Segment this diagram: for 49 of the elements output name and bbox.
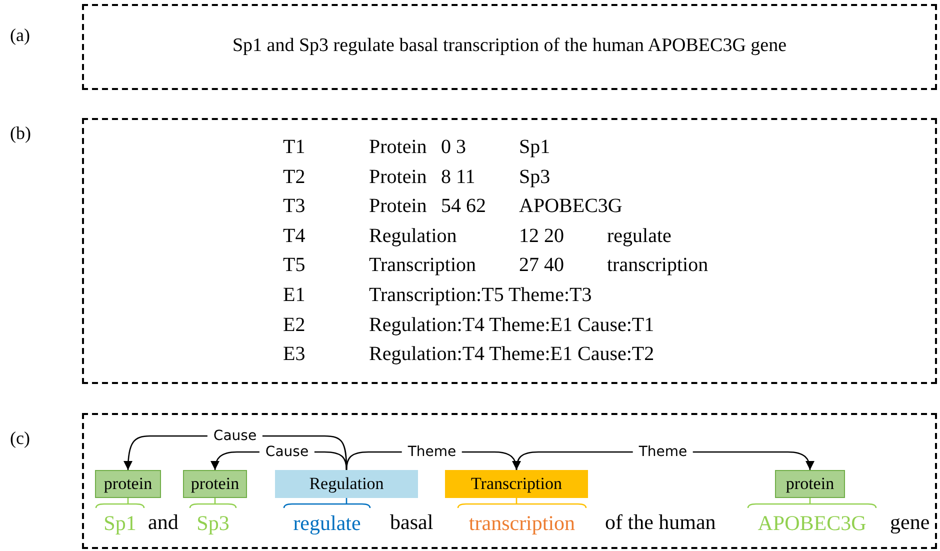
- annotated-word: regulate: [284, 508, 370, 538]
- panel-label: (a): [10, 25, 30, 46]
- sentence-word: and: [148, 510, 178, 535]
- annotated-word: Sp3: [190, 508, 236, 538]
- table-cell: T4: [283, 225, 306, 248]
- table-cell: Protein: [369, 136, 427, 159]
- annotation-tag: protein: [95, 470, 161, 498]
- table-cell: Transcription:T5 Theme:T3: [369, 284, 592, 307]
- sentence-word: gene: [890, 510, 930, 535]
- bracket-connector: [189, 497, 237, 509]
- panel-label: (c): [10, 428, 30, 449]
- table-cell: 27 40: [519, 254, 564, 277]
- table-cell: Regulation:T4 Theme:E1 Cause:T2: [369, 343, 654, 366]
- table-cell: Protein: [369, 166, 427, 189]
- table-cell: E2: [283, 314, 306, 337]
- annotated-word: Sp1: [96, 508, 144, 538]
- table-cell: T3: [283, 195, 306, 218]
- table-cell: transcription: [607, 254, 708, 277]
- table-cell: regulate: [607, 225, 672, 248]
- sentence-word: of the human: [605, 510, 716, 535]
- table-cell: 54 62: [441, 195, 486, 218]
- table-cell: 12 20: [519, 225, 564, 248]
- table-cell: 8 11: [441, 166, 476, 189]
- table-cell: Transcription: [369, 254, 476, 277]
- table-cell: T5: [283, 254, 306, 277]
- sentence-word: basal: [390, 510, 434, 535]
- annotation-tag: Regulation: [275, 470, 418, 498]
- table-cell: Protein: [369, 195, 427, 218]
- table-cell: T2: [283, 166, 306, 189]
- annotation-tag: protein: [183, 470, 247, 498]
- table-cell: Sp3: [519, 166, 550, 189]
- table-cell: 0 3: [441, 136, 466, 159]
- annotation-tag: protein: [775, 470, 845, 498]
- annotated-word: APOBEC3G: [748, 508, 876, 538]
- sentence: Sp1 and Sp3 regulate basal transcription of the human APOBEC3G gene: [232, 35, 787, 57]
- table-cell: APOBEC3G: [519, 195, 622, 218]
- annotated-word: transcription: [458, 508, 586, 538]
- table-cell: E3: [283, 343, 306, 366]
- table-cell: T1: [283, 136, 306, 159]
- annotation-tag: Transcription: [445, 470, 588, 498]
- bracket-connector: [95, 497, 145, 509]
- bracket-connector: [457, 497, 587, 509]
- table-cell: E1: [283, 284, 306, 307]
- bracket-connector: [747, 497, 877, 509]
- panel-label: (b): [10, 123, 31, 144]
- table-cell: Regulation: [369, 225, 457, 248]
- bracket-connector: [283, 497, 371, 509]
- table-cell: Sp1: [519, 136, 550, 159]
- table-cell: Regulation:T4 Theme:E1 Cause:T1: [369, 314, 654, 337]
